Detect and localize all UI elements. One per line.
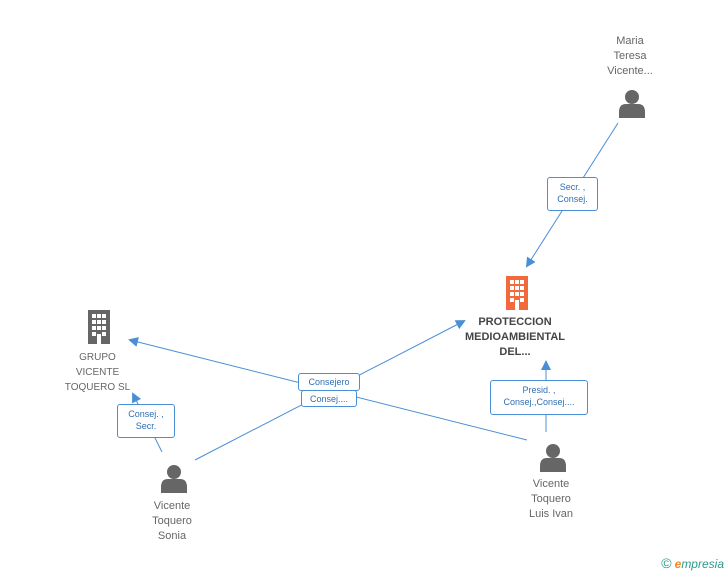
building-icon[interactable] [503, 276, 531, 310]
building-icon[interactable] [85, 310, 113, 344]
node-sonia-label[interactable]: Vicente Toquero Sonia [152, 500, 192, 542]
relation-shared-top[interactable]: Consejero [298, 373, 360, 391]
node-grupo-label[interactable]: GRUPO VICENTE TOQUERO SL [64, 352, 131, 393]
node-maria-label[interactable]: Maria Teresa Vicente... [607, 35, 653, 77]
node-proteccion-label[interactable]: PROTECCION MEDIOAMBIENTAL DEL... [464, 316, 565, 358]
relation-sonia-grupo[interactable]: Consej. , Secr. [117, 404, 175, 438]
brand-logo-e: e [674, 557, 682, 571]
copyright-icon: © [661, 555, 672, 571]
relation-luis-proteccion[interactable]: Presid. , Consej.,Consej.... [490, 380, 588, 415]
relation-shared-bottom[interactable]: Consej.... [301, 390, 357, 407]
person-icon[interactable] [618, 88, 646, 118]
brand-logo-text: mpresia [681, 557, 724, 571]
node-luis-label[interactable]: Vicente Toquero Luis Ivan [528, 478, 574, 520]
brand-footer: ©empresia [661, 555, 724, 571]
person-icon[interactable] [539, 442, 567, 472]
relation-maria-proteccion[interactable]: Secr. , Consej. [547, 177, 598, 211]
person-icon[interactable] [160, 463, 188, 493]
